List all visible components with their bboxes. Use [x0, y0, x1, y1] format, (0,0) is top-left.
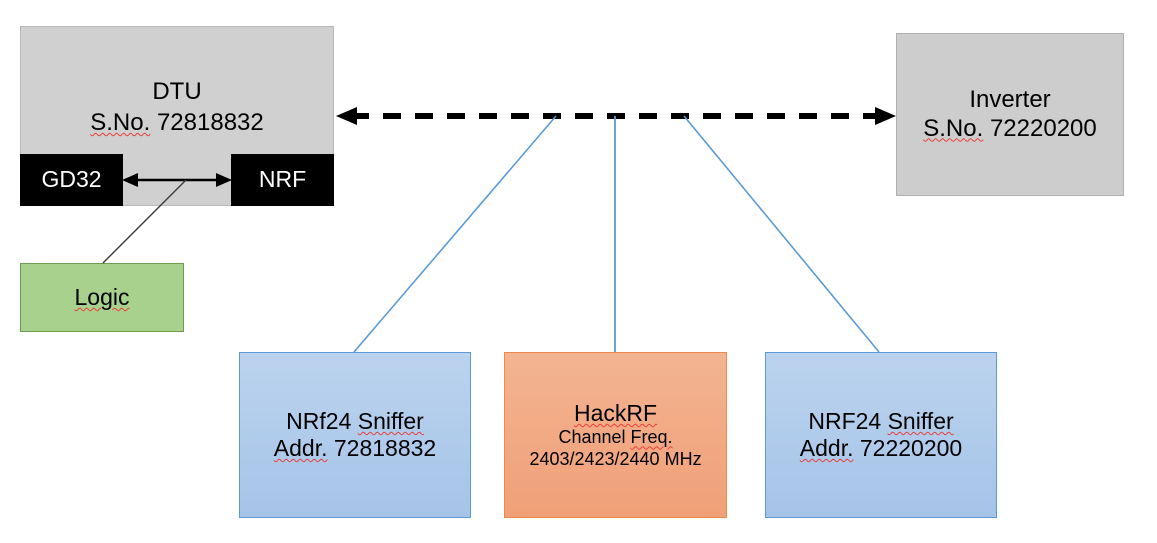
inverter-serial: S.No. 72220200 — [923, 115, 1096, 143]
inverter-node[interactable]: Inverter S.No. 72220200 — [896, 33, 1124, 196]
gd32-label: GD32 — [41, 166, 102, 193]
hackrf-freq-word: Freq. — [630, 427, 673, 448]
inverter-serial-prefix: S.No. — [923, 114, 984, 142]
sniffer-right-addr: Addr. 72220200 — [800, 435, 962, 462]
hackrf-node[interactable]: HackRF Channel Freq. 2403/2423/2440 MHz — [504, 352, 727, 518]
dtu-inverter-arrowhead-right — [875, 107, 896, 125]
sniffer-right-title-nrf: NRF24 — [808, 407, 888, 434]
sniffer-left-tap-line — [353, 115, 557, 353]
sniffer-right-title: NRF24 Sniffer — [808, 408, 953, 435]
inverter-title: Inverter — [969, 86, 1051, 114]
sniffer-left-title: NRf24 Sniffer — [286, 408, 424, 435]
sniffer-left-title-nrf: NRf24 — [286, 407, 358, 434]
gd32-chip[interactable]: GD32 — [20, 154, 123, 206]
sniffer-right-tap-line — [683, 115, 880, 353]
sniffer-right-title-sniffer: Sniffer — [887, 407, 954, 434]
hackrf-channel-label: Channel Freq. — [558, 427, 672, 448]
sniffer-left-addr-prefix: Addr. — [273, 435, 328, 461]
sniffer-left-addr-value: 72818832 — [333, 435, 437, 461]
dtu-inverter-rf-link — [336, 107, 896, 125]
dtu-inverter-arrowhead-left — [336, 107, 357, 125]
nrf-label: NRF — [258, 166, 307, 193]
sniffer-right-addr-prefix: Addr. — [799, 435, 854, 461]
hackrf-title-text: HackRF — [573, 400, 658, 427]
nrf-chip[interactable]: NRF — [231, 154, 334, 206]
logic-analyzer-node[interactable]: Logic — [20, 263, 184, 332]
sniffer-right-addr-value: 72220200 — [859, 435, 963, 461]
inverter-serial-value: 72220200 — [989, 114, 1097, 142]
inverter-serial-spacer — [983, 115, 990, 142]
nrf24-sniffer-right-node[interactable]: NRF24 Sniffer Addr. 72220200 — [765, 352, 997, 518]
hackrf-channel-word: Channel — [558, 427, 631, 448]
sniffer-left-addr: Addr. 72818832 — [274, 435, 436, 462]
logic-label: Logic — [74, 283, 130, 310]
sniffer-left-title-sniffer: Sniffer — [357, 407, 424, 434]
hackrf-frequencies: 2403/2423/2440 MHz — [529, 448, 702, 469]
nrf24-sniffer-left-node[interactable]: NRf24 Sniffer Addr. 72818832 — [239, 352, 471, 518]
hackrf-title: HackRF — [574, 400, 657, 427]
